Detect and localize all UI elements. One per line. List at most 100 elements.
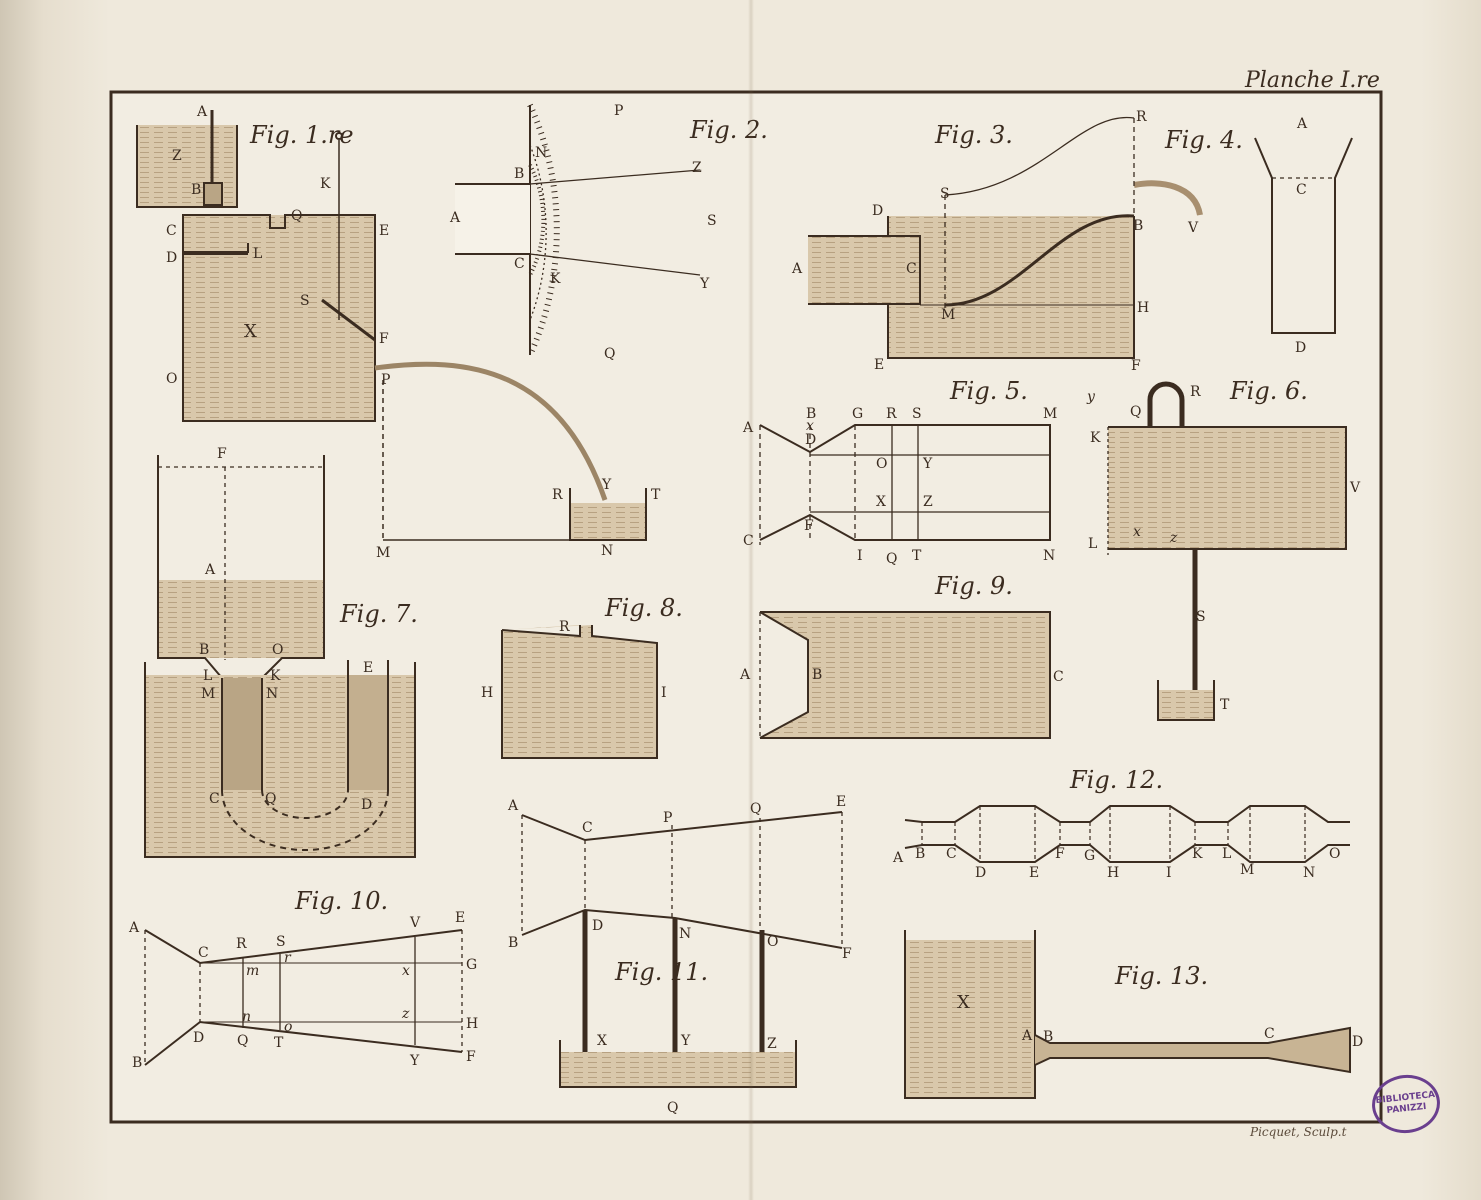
engraver-credit: Picquet, Sculp.t bbox=[1250, 1125, 1347, 1139]
fig13-title: Fig. 13. bbox=[1114, 962, 1208, 990]
point-label: r bbox=[284, 950, 292, 966]
point-label: A bbox=[742, 420, 754, 436]
point-label: C bbox=[906, 261, 917, 277]
point-label: F bbox=[842, 946, 852, 962]
point-label: E bbox=[379, 223, 389, 239]
point-label: M bbox=[201, 686, 215, 702]
point-label: A bbox=[1296, 116, 1308, 132]
point-label: C bbox=[1264, 1026, 1275, 1042]
fig9-title: Fig. 9. bbox=[934, 572, 1013, 600]
point-label: N bbox=[266, 686, 278, 702]
point-label: S bbox=[276, 934, 286, 950]
point-label: C bbox=[1296, 182, 1307, 198]
plate-title: Planche I.re bbox=[1245, 68, 1380, 93]
fig7-diagram bbox=[144, 455, 416, 858]
point-label: N bbox=[679, 926, 691, 942]
point-label: C bbox=[514, 256, 525, 272]
point-label: K bbox=[320, 176, 331, 192]
fig9-diagram bbox=[759, 611, 1051, 739]
point-label: I bbox=[857, 548, 863, 564]
point-label: B bbox=[1043, 1029, 1053, 1045]
fig10-diagram bbox=[144, 929, 463, 1066]
point-label: P bbox=[663, 810, 672, 826]
point-label: R bbox=[552, 487, 563, 503]
point-label: n bbox=[242, 1009, 251, 1025]
point-label: C bbox=[166, 223, 177, 239]
point-label: H bbox=[481, 685, 493, 701]
point-label: Z bbox=[923, 494, 933, 510]
fig12-title: Fig. 12. bbox=[1069, 766, 1163, 794]
point-label: A bbox=[449, 210, 461, 226]
point-label: Q bbox=[886, 551, 897, 567]
point-label: C bbox=[209, 791, 220, 807]
point-label: Q bbox=[604, 346, 615, 362]
point-label: D bbox=[592, 918, 603, 934]
point-label: D bbox=[166, 250, 177, 266]
point-label: D bbox=[1295, 340, 1306, 356]
point-label: V bbox=[1349, 480, 1361, 496]
point-label: L bbox=[253, 246, 262, 262]
point-label: K bbox=[550, 271, 561, 287]
fig11-labels: A C P Q E B D N O F X Y Z Q bbox=[507, 794, 852, 1116]
fig1-title: Fig. 1.re bbox=[249, 121, 354, 149]
point-label: G bbox=[852, 406, 863, 422]
point-label: S bbox=[1196, 609, 1206, 625]
fig11-diagram bbox=[521, 811, 843, 1088]
point-label: Z bbox=[172, 148, 182, 164]
point-label: B bbox=[191, 182, 201, 198]
point-label: C bbox=[1053, 669, 1064, 685]
left-page-edge bbox=[0, 0, 110, 1200]
point-label: T bbox=[274, 1035, 284, 1051]
point-label: A bbox=[892, 850, 904, 866]
fig4-diagram bbox=[1254, 137, 1353, 334]
fig1-labels: A Z B C Q E D L K S X F O P R Y T M N bbox=[166, 104, 661, 561]
point-label: N bbox=[535, 145, 547, 161]
point-label: X bbox=[876, 494, 886, 510]
point-label: D bbox=[1352, 1034, 1363, 1050]
point-label: R bbox=[236, 936, 247, 952]
point-label: D bbox=[361, 797, 372, 813]
fig2-title: Fig. 2. bbox=[689, 116, 768, 144]
point-label: O bbox=[166, 371, 177, 387]
point-label: S bbox=[940, 186, 950, 202]
point-label: I bbox=[1166, 865, 1172, 881]
fig4-labels: A C D bbox=[1295, 116, 1308, 356]
point-label: Q bbox=[1130, 404, 1141, 420]
point-label: C bbox=[743, 533, 754, 549]
point-label: E bbox=[874, 357, 884, 373]
point-label: Q bbox=[667, 1100, 678, 1116]
point-label: T bbox=[1220, 697, 1230, 713]
point-label: O bbox=[767, 934, 778, 950]
point-label: R bbox=[1190, 384, 1201, 400]
point-label: D bbox=[975, 865, 986, 881]
point-label: N bbox=[1043, 548, 1055, 564]
point-label: V bbox=[409, 915, 421, 931]
right-page-edge bbox=[1421, 0, 1481, 1200]
point-label: A bbox=[507, 798, 519, 814]
point-label: G bbox=[466, 957, 477, 973]
point-label: m bbox=[246, 963, 259, 979]
fig2-labels: P N Z B A S C K Y Q bbox=[449, 103, 717, 362]
point-label: Q bbox=[750, 801, 761, 817]
point-label: D bbox=[805, 432, 816, 448]
point-label: P bbox=[381, 372, 390, 388]
point-label: R bbox=[886, 406, 897, 422]
point-label: Q bbox=[291, 208, 302, 224]
point-label: K bbox=[1192, 846, 1203, 862]
fig10-title: Fig. 10. bbox=[294, 887, 388, 915]
point-label: N bbox=[1303, 865, 1315, 881]
point-label: x bbox=[402, 963, 410, 979]
fig12-diagram bbox=[904, 805, 1350, 863]
point-label: M bbox=[376, 545, 390, 561]
point-label: H bbox=[1107, 865, 1119, 881]
point-label: A bbox=[196, 104, 208, 120]
point-label: B bbox=[508, 935, 518, 951]
fig2-diagram bbox=[455, 103, 701, 357]
fig7-title: Fig. 7. bbox=[339, 600, 418, 628]
fig4-title: Fig. 4. bbox=[1164, 126, 1243, 154]
point-label: X bbox=[597, 1033, 607, 1049]
point-label: F bbox=[1131, 358, 1141, 374]
point-label: B bbox=[812, 667, 822, 683]
point-label: Z bbox=[692, 160, 702, 176]
point-label: O bbox=[272, 642, 283, 658]
